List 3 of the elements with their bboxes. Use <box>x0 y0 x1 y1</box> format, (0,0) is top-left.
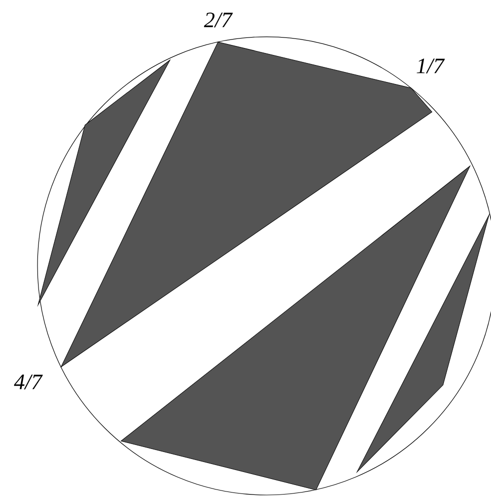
point-label: 2/7 <box>204 12 233 28</box>
point-label: 4/7 <box>14 374 43 390</box>
point-label: 1/7 <box>416 58 445 74</box>
